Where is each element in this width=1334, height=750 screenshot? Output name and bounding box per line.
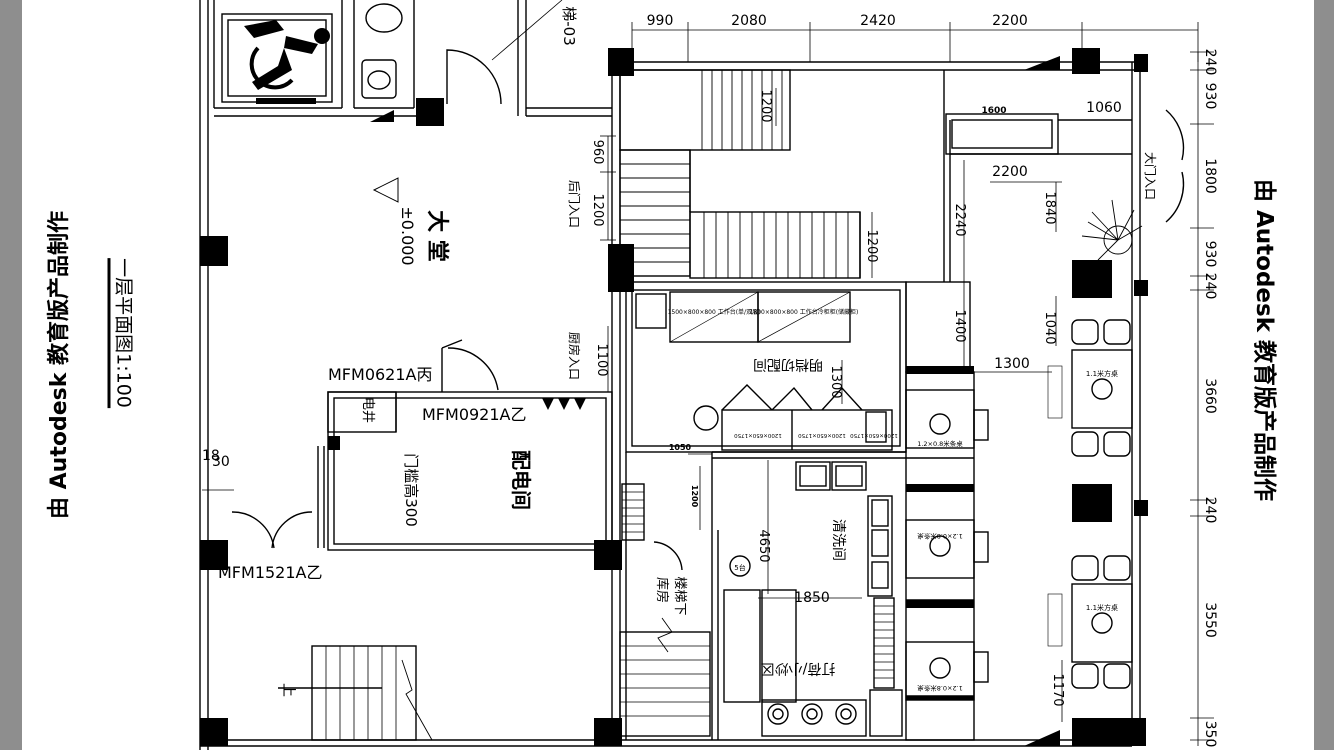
dim-2200-mid: 2200	[992, 164, 1028, 180]
threshold-note: 门槛高300	[402, 453, 420, 527]
booth-label-1: 1.2×0.8米条桌	[917, 439, 963, 448]
dim-1400: 1400	[952, 309, 967, 342]
dim-right-3660: 3660	[1202, 378, 1218, 414]
dim-1200-door: 1200	[590, 193, 605, 226]
sheet-title: 一层平面图1:100	[107, 258, 139, 408]
dim-1170: 1170	[1050, 673, 1065, 706]
back-entrance-label: 后门入口	[567, 180, 582, 228]
dim-right-3550: 3550	[1202, 602, 1218, 638]
floor-plan	[199, 0, 1214, 750]
workbench-label-2: 1800×800×800 工作台冷柜柜(储藏柜)	[750, 308, 859, 316]
dim-4650: 4650	[756, 529, 771, 562]
counter-label-3: 1200×650×1750	[850, 432, 898, 438]
dim-top-2080: 2080	[731, 13, 767, 29]
workbench-label-1: 1500×800×800 工作台(单/双层)	[668, 308, 761, 316]
dim-top-2200: 2200	[992, 13, 1028, 29]
dim-1060: 1060	[1086, 100, 1122, 116]
dish-room-label: 明档切配间	[753, 356, 823, 372]
dim-right-930a: 930	[1202, 83, 1218, 110]
watermark-right: 由 Autodesk 教育版产品制作	[1251, 178, 1277, 502]
sheet-title-text: 一层平面图1:100	[107, 258, 135, 408]
booth-label-3: 1.2×0.8米条桌	[917, 684, 963, 693]
dim-1850: 1850	[794, 590, 830, 606]
dim-1840: 1840	[1042, 191, 1057, 224]
dim-960: 960	[590, 140, 605, 165]
stair-down-label: 楼梯下	[672, 576, 687, 615]
dim-1200-stair-b: 1200	[864, 229, 879, 262]
dim-top-990: 990	[647, 13, 674, 29]
dim-right-240c: 240	[1202, 497, 1218, 524]
hall-level: ±0.000	[398, 206, 417, 265]
duct-label: 电井	[360, 397, 375, 423]
dim-18: 18	[202, 448, 220, 464]
counter-label-2: 1200×650×1750	[798, 432, 846, 438]
drawing-sheet: 990 2080 2420 2200 240 930 1800 930 240 …	[22, 0, 1314, 750]
hall-label: 大 堂	[424, 210, 449, 262]
kitchen-entrance-label: 厨房入口	[567, 332, 582, 380]
cook-stove-label: 5台	[734, 563, 745, 572]
dim-1200-stair-a: 1200	[758, 89, 773, 122]
dim-right-240a: 240	[1202, 49, 1218, 76]
stair-ref-label: 梯-03	[560, 6, 578, 46]
watermark-left: 由 Autodesk 教育版产品制作	[47, 210, 72, 520]
wash-room-label: 清洗间	[830, 519, 846, 561]
dim-1050: 1050	[669, 443, 692, 452]
table-label-1: 1.1米方桌	[1086, 369, 1118, 378]
dim-right-350: 350	[1202, 721, 1218, 748]
door-mfm0621-label: MFM0621A丙	[328, 365, 432, 384]
dim-1300-b: 1300	[828, 365, 843, 398]
door-mfm1521-label: MFM1521A乙	[218, 563, 322, 582]
dim-2240: 2240	[952, 203, 967, 236]
table-label-2: 1.1米方桌	[1086, 603, 1118, 612]
door-mfm0921-label: MFM0921A乙	[422, 405, 526, 424]
drawing-text-layer: 990 2080 2420 2200 240 930 1800 930 240 …	[202, 6, 1218, 748]
dim-1200-small: 1200	[690, 485, 699, 508]
power-room-label: 配电间	[509, 450, 533, 510]
counter-label-1: 1200×650×1750	[734, 432, 782, 438]
cook-area-label: 打荷/小炒区	[761, 660, 836, 677]
dim-right-240b: 240	[1202, 273, 1218, 300]
stair-up-label: 上	[280, 683, 296, 697]
dim-1100: 1100	[594, 343, 609, 376]
dim-top-2420: 2420	[860, 13, 896, 29]
dim-30: 30	[212, 454, 230, 470]
storage-label: 库房	[654, 577, 670, 603]
booth-label-2: 1.2×0.8米条桌	[917, 532, 963, 541]
dim-1040: 1040	[1042, 311, 1057, 344]
dim-1600: 1600	[981, 106, 1006, 116]
main-entrance-label: 大门入口	[1143, 152, 1158, 200]
dim-right-930b: 930	[1202, 241, 1218, 268]
dim-1300-a: 1300	[994, 356, 1030, 372]
dim-right-1800: 1800	[1202, 158, 1218, 194]
